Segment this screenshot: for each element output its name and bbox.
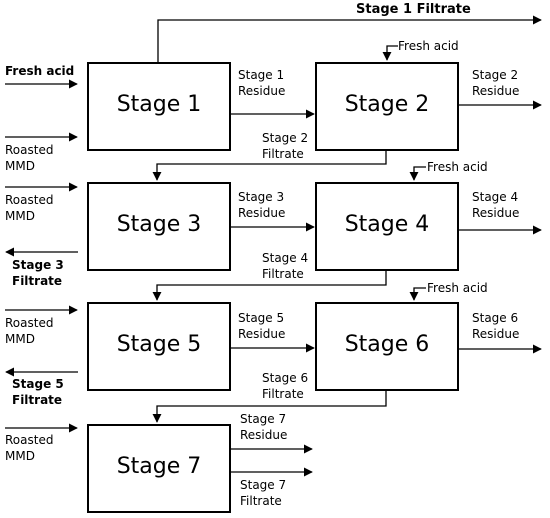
- stage2-residue-label: Stage 2 Residue: [472, 68, 520, 98]
- stage1-filtrate-arrow: [157, 15, 542, 63]
- stage1-residue-label: Stage 1 Residue: [238, 68, 286, 98]
- stage-7-title: Stage 7: [116, 454, 202, 479]
- stage6-residue-label: Stage 6 Residue: [472, 311, 520, 341]
- fresh-acid-s2-arrow: [382, 45, 398, 61]
- stage3-filtrate-label: Stage 3 Filtrate: [12, 258, 64, 288]
- stage6-filtrate-recycle-arrow: [152, 390, 387, 423]
- stage-2-title: Stage 2: [344, 92, 430, 117]
- stage-4-box: [315, 182, 459, 271]
- roasted-mmd-7-label: Roasted MMD: [5, 433, 54, 463]
- stage-7-box: [87, 424, 231, 513]
- fresh-acid-left-label: Fresh acid: [5, 64, 75, 78]
- stage4-residue-label: Stage 4 Residue: [472, 190, 520, 220]
- stage-2-box: [315, 62, 459, 151]
- stage7-residue-label: Stage 7 Residue: [240, 412, 288, 442]
- stage-5-box: [87, 302, 231, 391]
- fresh-acid-s2-label: Fresh acid: [398, 39, 459, 53]
- stage4-filtrate-label: Stage 4 Filtrate: [262, 251, 309, 281]
- stage-1-box: [87, 62, 231, 151]
- stage-6-title: Stage 6: [344, 332, 430, 357]
- fresh-acid-s4-arrow: [409, 166, 426, 181]
- roasted-mmd-1-label: Roasted MMD: [5, 143, 54, 173]
- stage-3-box: [87, 182, 231, 271]
- stage6-filtrate-label: Stage 6 Filtrate: [262, 371, 309, 401]
- roasted-mmd-3-label: Roasted MMD: [5, 193, 54, 223]
- stage7-filtrate-label: Stage 7 Filtrate: [240, 478, 287, 508]
- fresh-acid-s6-label: Fresh acid: [427, 281, 488, 295]
- stage2-filtrate-label: Stage 2 Filtrate: [262, 131, 309, 161]
- stage2-filtrate-recycle-arrow: [152, 150, 387, 181]
- stage-4-title: Stage 4: [344, 212, 430, 237]
- stage-6-box: [315, 302, 459, 391]
- fresh-acid-s6-arrow: [409, 287, 426, 301]
- stage1-filtrate-label: Stage 1 Filtrate: [356, 2, 471, 17]
- stage5-residue-label: Stage 5 Residue: [238, 311, 286, 341]
- stage4-filtrate-recycle-arrow: [152, 270, 387, 301]
- stage5-filtrate-label: Stage 5 Filtrate: [12, 377, 64, 407]
- stage-3-title: Stage 3: [116, 212, 202, 237]
- fresh-acid-s4-label: Fresh acid: [427, 160, 488, 174]
- stage-1-title: Stage 1: [116, 92, 202, 117]
- roasted-mmd-5-label: Roasted MMD: [5, 316, 54, 346]
- stage3-residue-label: Stage 3 Residue: [238, 190, 286, 220]
- stage-5-title: Stage 5: [116, 332, 202, 357]
